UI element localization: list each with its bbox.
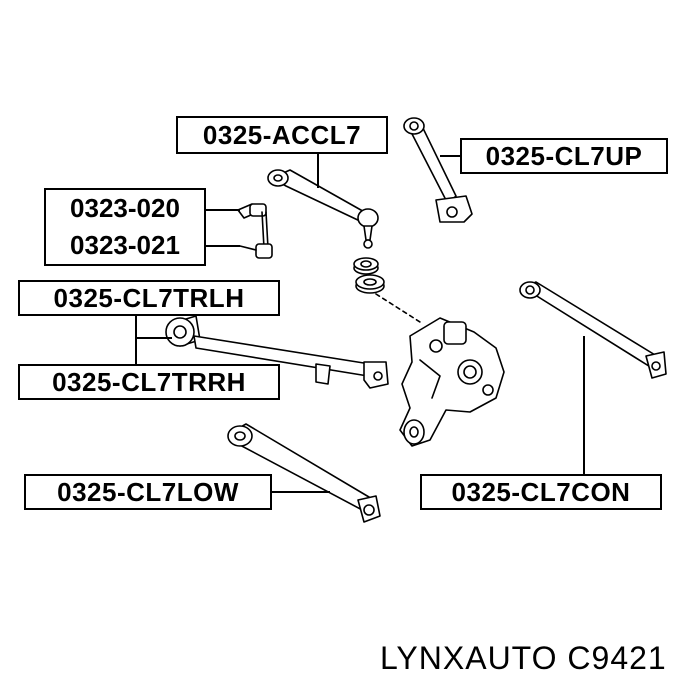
- part-label-cl7con: 0325-CL7CON: [420, 474, 662, 510]
- part-label-accl7: 0325-ACCL7: [176, 116, 388, 154]
- part-label-link-a: 0323-020: [70, 193, 180, 223]
- part-label-cl7low: 0325-CL7LOW: [24, 474, 272, 510]
- stabilizer-link-part: [237, 203, 273, 259]
- brand-caption: LYNXAUTO C9421: [380, 640, 667, 676]
- knuckle-part: [399, 317, 505, 447]
- part-label-cl7trlh: 0325-CL7TRLH: [18, 280, 280, 316]
- part-label-cl7up: 0325-CL7UP: [460, 138, 668, 174]
- bushing-mount-part: [353, 257, 385, 294]
- leader-dashed-line: [375, 293, 421, 323]
- part-label-link-b: 0323-021: [70, 230, 180, 260]
- upper-control-arm-part: [267, 169, 379, 249]
- lower-arm-part: [227, 423, 381, 523]
- trailing-arm-part: [165, 315, 389, 389]
- control-arm-part: [519, 281, 667, 379]
- part-label-cl7trrh: 0325-CL7TRRH: [18, 364, 280, 400]
- upper-link-part: [403, 117, 473, 223]
- part-label-stabilizer-links: 0323-020 0323-021: [44, 188, 206, 266]
